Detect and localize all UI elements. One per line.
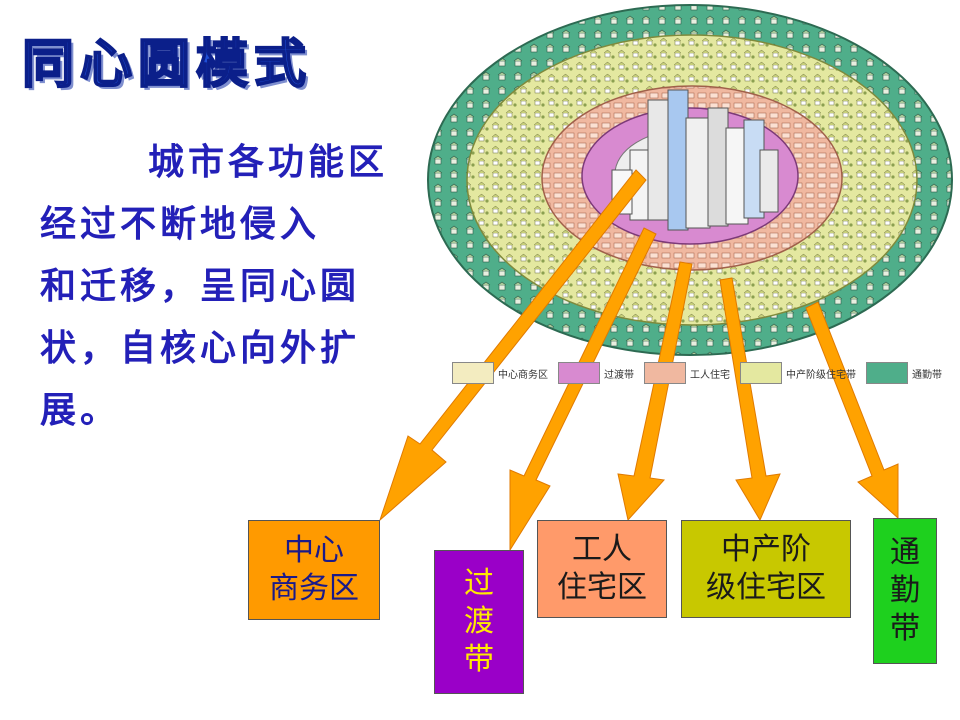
label-box-commuter: 通 勤 带	[873, 518, 937, 664]
label-text: 中心	[284, 533, 344, 568]
legend-item-transition: 过渡带	[558, 362, 634, 384]
label-text: 通	[890, 535, 920, 570]
label-text: 过	[464, 566, 494, 601]
label-text: 带	[890, 611, 920, 646]
arrow-to-transition	[509, 227, 657, 552]
arrow-to-commuter	[805, 301, 899, 520]
label-box-middle-class: 中产阶 级住宅区	[681, 520, 851, 618]
legend-swatch	[866, 362, 908, 384]
label-box-worker: 工人 住宅区	[537, 520, 667, 618]
description-line: 城市各功能区	[148, 142, 389, 183]
legend-label: 过渡带	[604, 369, 634, 381]
description-line: 展。	[40, 390, 121, 431]
label-box-transition: 过 渡 带	[434, 550, 524, 694]
legend-label: 中产阶级住宅带	[786, 369, 856, 381]
legend-swatch	[452, 362, 494, 384]
description-line: 和迁移，呈同心圆	[40, 266, 361, 307]
legend-item-cbd: 中心商务区	[452, 362, 548, 384]
legend-item-commuter: 通勤带	[866, 362, 942, 384]
description-text: 城市各功能区 经过不断地侵入 和迁移，呈同心圆 状，自核心向外扩 展。	[40, 132, 470, 442]
arrows	[378, 169, 899, 552]
label-text: 带	[464, 642, 494, 677]
description-line: 经过不断地侵入	[40, 204, 321, 245]
zone-legend: 中心商务区 过渡带 工人住宅 中产阶级住宅带 通勤带	[452, 360, 952, 386]
legend-item-worker: 工人住宅	[644, 362, 730, 384]
arrow-to-middle	[719, 277, 781, 522]
description-line: 状，自核心向外扩	[40, 328, 361, 369]
label-text: 级住宅区	[706, 570, 826, 605]
label-text: 渡	[464, 604, 494, 639]
legend-swatch	[558, 362, 600, 384]
label-text: 勤	[890, 573, 920, 608]
legend-item-middle: 中产阶级住宅带	[740, 362, 856, 384]
arrow-to-cbd	[378, 169, 647, 522]
legend-label: 通勤带	[912, 369, 942, 381]
label-text: 商务区	[269, 571, 359, 606]
legend-label: 中心商务区	[498, 369, 548, 381]
page-title: 同心圆模式	[21, 33, 313, 96]
legend-swatch	[740, 362, 782, 384]
legend-swatch	[644, 362, 686, 384]
label-text: 住宅区	[557, 570, 647, 605]
cbd-skyscrapers	[611, 89, 779, 231]
label-text: 工人	[572, 532, 632, 567]
arrow-to-worker	[617, 261, 693, 522]
label-box-cbd: 中心 商务区	[248, 520, 380, 620]
label-text: 中产阶	[721, 532, 811, 567]
legend-label: 工人住宅	[690, 369, 730, 381]
